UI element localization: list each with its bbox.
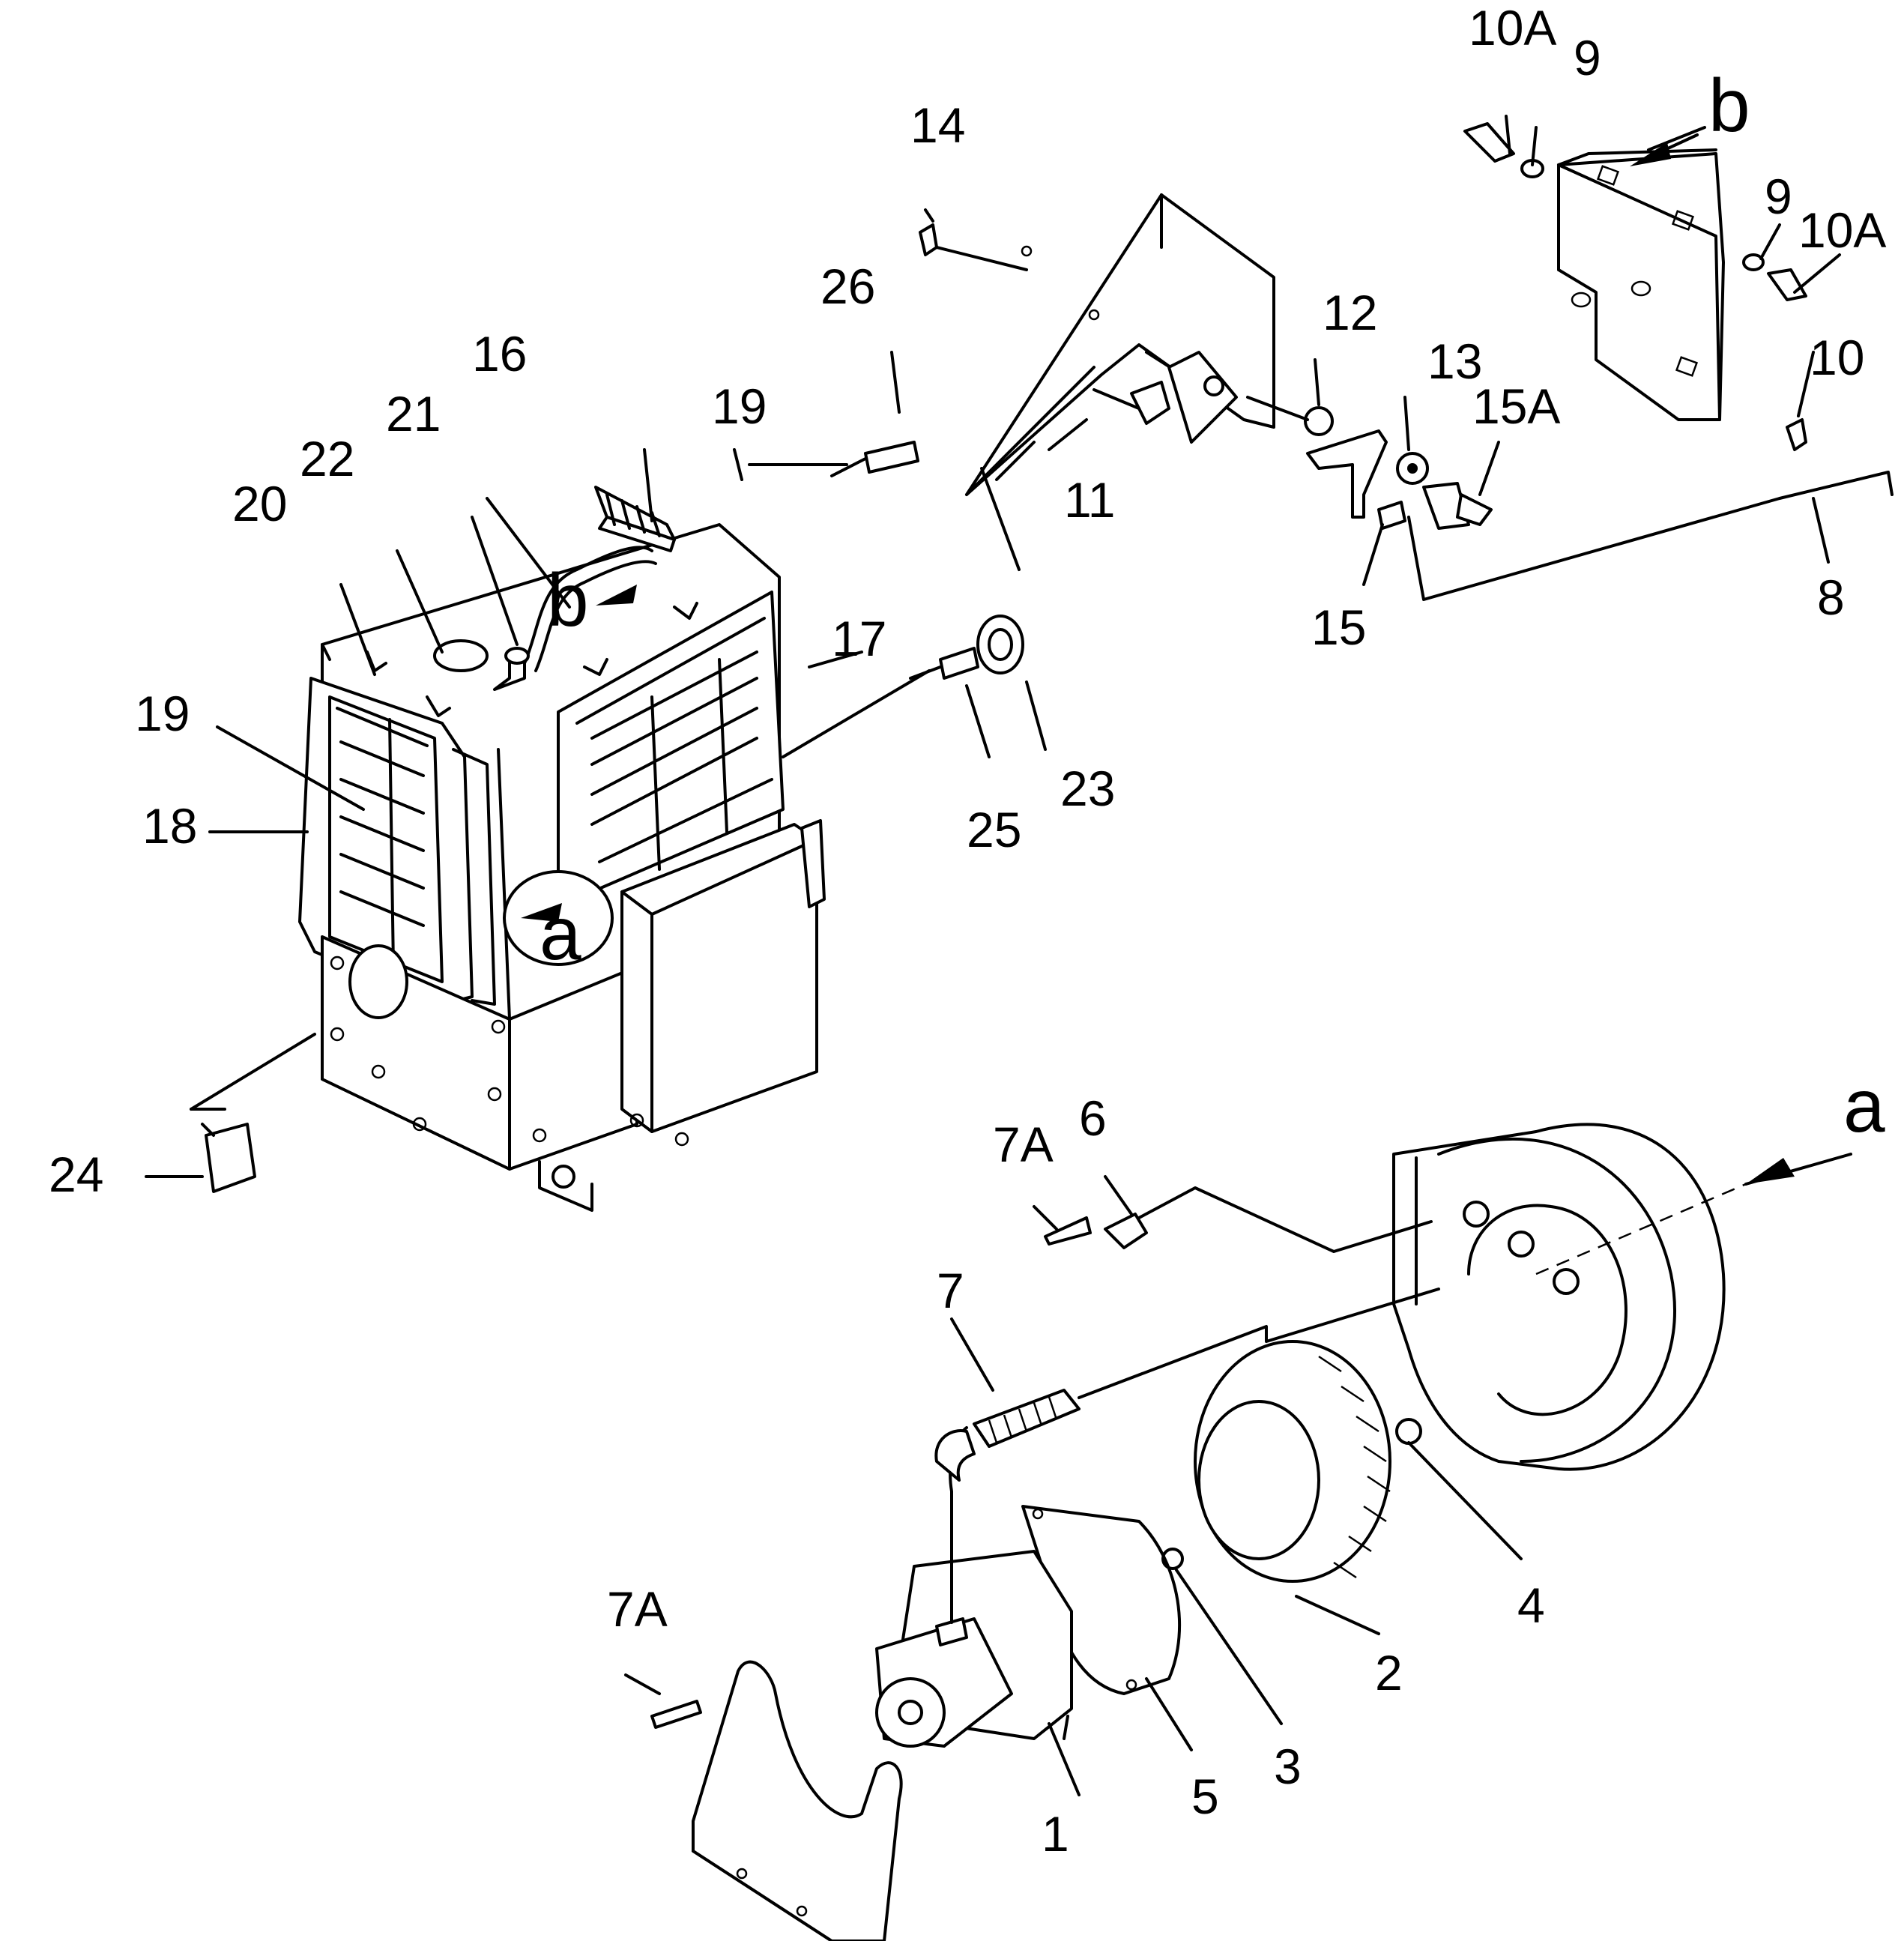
callout-9-top: 9 bbox=[1574, 30, 1601, 85]
view-labels: a b a b bbox=[521, 64, 1885, 1148]
callout-16: 16 bbox=[472, 326, 527, 381]
callout-15a: 15A bbox=[1472, 378, 1560, 434]
callout-26: 26 bbox=[820, 259, 875, 314]
callout-14: 14 bbox=[910, 97, 965, 153]
callout-2: 2 bbox=[1375, 1645, 1403, 1700]
callout-4: 4 bbox=[1517, 1578, 1545, 1633]
callout-7: 7 bbox=[937, 1263, 964, 1318]
blower-assembly bbox=[650, 1123, 1852, 1941]
callout-3: 3 bbox=[1274, 1739, 1302, 1794]
callout-22: 22 bbox=[300, 431, 354, 486]
heater-unit-assembly bbox=[298, 486, 826, 1212]
callout-13: 13 bbox=[1427, 333, 1482, 389]
callout-10a-top: 10A bbox=[1469, 0, 1556, 55]
callout-8: 8 bbox=[1817, 570, 1845, 625]
callout-7a-bottom: 7A bbox=[607, 1581, 668, 1637]
callout-19-left: 19 bbox=[135, 686, 190, 741]
callout-17: 17 bbox=[832, 611, 886, 666]
callout-18: 18 bbox=[142, 798, 197, 854]
leader-lines bbox=[145, 115, 1841, 1796]
callout-5: 5 bbox=[1191, 1769, 1219, 1824]
callout-19-right: 19 bbox=[712, 378, 767, 434]
cover-plate-b bbox=[1463, 122, 1807, 451]
callout-7a-top: 7A bbox=[993, 1117, 1054, 1172]
control-bracket-assembly bbox=[919, 193, 1334, 496]
callout-21: 21 bbox=[386, 386, 441, 441]
view-label-a-detail: a bbox=[1843, 1064, 1885, 1148]
callout-25: 25 bbox=[967, 802, 1021, 857]
callout-20: 20 bbox=[232, 476, 287, 531]
view-label-b-main: b bbox=[547, 558, 589, 642]
callout-10a-right: 10A bbox=[1798, 202, 1886, 258]
view-arrow-a-main bbox=[521, 903, 562, 922]
callout-9-right: 9 bbox=[1765, 169, 1792, 224]
callout-6: 6 bbox=[1079, 1090, 1107, 1146]
view-arrow-b-main bbox=[596, 585, 637, 606]
callout-12: 12 bbox=[1323, 285, 1377, 340]
callout-11: 11 bbox=[1064, 472, 1116, 528]
callout-15: 15 bbox=[1311, 600, 1366, 655]
callout-10: 10 bbox=[1810, 330, 1864, 385]
view-label-b-detail: b bbox=[1708, 64, 1750, 148]
callout-24: 24 bbox=[49, 1147, 103, 1202]
callout-23: 23 bbox=[1060, 761, 1115, 816]
loose-hardware bbox=[190, 441, 1024, 1193]
callout-labels: 1 2 3 4 5 6 7 7A 7A 8 9 9 10 10A 10A 11 … bbox=[49, 0, 1886, 1862]
callout-1: 1 bbox=[1042, 1806, 1069, 1862]
lever-link-assembly bbox=[1306, 429, 1894, 601]
